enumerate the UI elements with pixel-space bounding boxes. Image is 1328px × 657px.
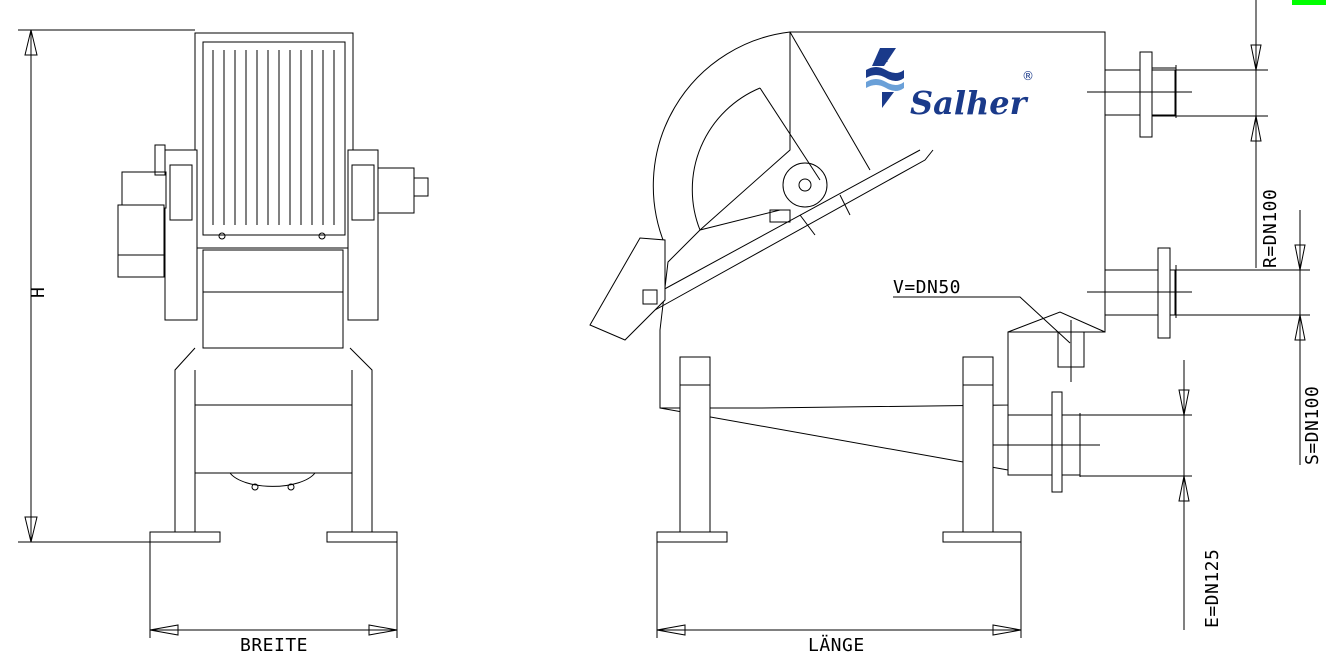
salher-wave-s-icon (866, 48, 904, 108)
return-label: R=DN100 (1260, 189, 1281, 268)
width-label: BREITE (240, 635, 308, 656)
vent-label: V=DN50 (893, 277, 961, 298)
front-view: H (18, 29, 429, 656)
side-view: V=DN50 LÄNGE (589, 0, 1323, 656)
salher-logo: Salher ® (866, 48, 1034, 122)
logo-text: Salher (910, 84, 1029, 122)
logo-registered-mark: ® (1022, 69, 1034, 83)
inlet-label: E=DN125 (1202, 549, 1223, 628)
height-label: H (28, 287, 49, 298)
corner-marker (1292, 0, 1326, 5)
sludge-label: S=DN100 (1302, 386, 1323, 465)
length-label: LÄNGE (808, 635, 865, 656)
